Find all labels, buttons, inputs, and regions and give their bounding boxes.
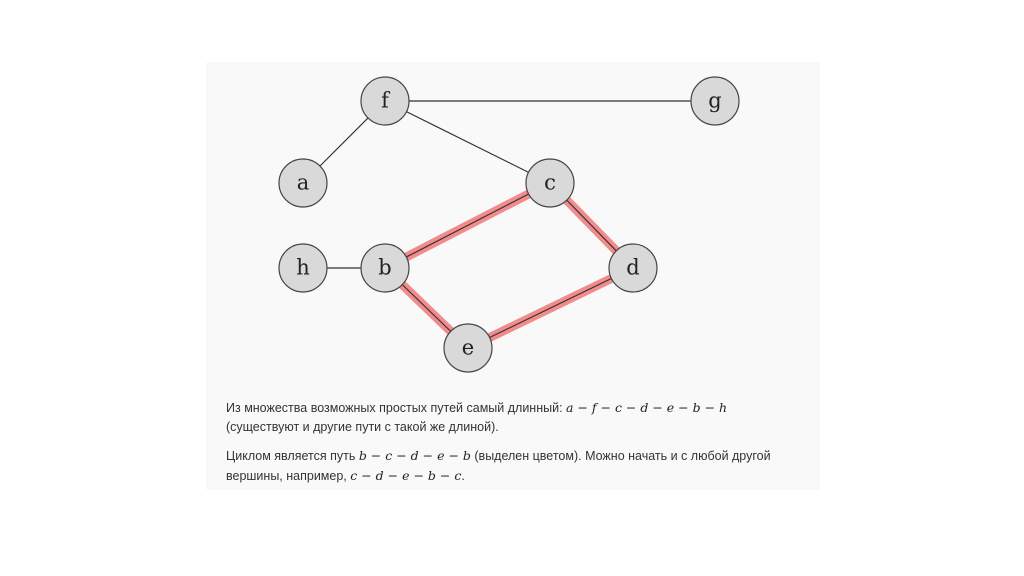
node-label: e — [462, 336, 474, 360]
node-circle — [360, 243, 410, 293]
node-label: h — [296, 256, 310, 280]
node-circle — [608, 243, 658, 293]
graph-diagram: f g a c h b d e — [278, 76, 740, 373]
edge-line — [467, 267, 634, 349]
node-a: a — [278, 158, 328, 208]
edge-d-e — [463, 263, 638, 353]
node-circle — [525, 158, 575, 208]
node-d: d — [608, 243, 658, 293]
node-e: e — [443, 323, 493, 373]
node-label: d — [626, 256, 639, 280]
node-g: g — [690, 76, 740, 126]
edge-b-c — [380, 178, 555, 273]
node-circle — [278, 158, 328, 208]
edge-f-c — [384, 100, 551, 184]
edge-line — [384, 182, 551, 269]
node-circle — [278, 243, 328, 293]
node-label: c — [544, 171, 556, 195]
caption-cycle-note: (выделен цветом). Можно начать и с любой… — [226, 449, 771, 483]
node-label: b — [378, 256, 391, 280]
caption-cycle: Циклом является путь b − c − d − e − b (… — [226, 446, 786, 486]
node-c: c — [525, 158, 575, 208]
node-b: b — [360, 243, 410, 293]
cycle-alt-formula: c − d − e − b − c — [350, 468, 462, 483]
node-label: f — [381, 89, 391, 113]
caption-longest-path-note: (существуют и другие пути с такой же дли… — [226, 420, 499, 434]
caption-longest-path-text: Из множества возможных простых путей сам… — [226, 401, 567, 415]
edge-line — [384, 100, 551, 184]
node-circle — [360, 76, 410, 126]
node-label: g — [708, 89, 721, 113]
node-h: h — [278, 243, 328, 293]
node-circle — [690, 76, 740, 126]
caption-cycle-end: . — [461, 469, 465, 483]
caption-cycle-text: Циклом является путь — [226, 449, 359, 463]
caption-longest-path: Из множества возможных простых путей сам… — [226, 398, 786, 437]
node-label: a — [297, 171, 310, 195]
cycle-formula: b − c − d − e − b — [358, 448, 471, 463]
longest-path-formula: a − f − c − d − e − b − h — [566, 400, 728, 415]
node-f: f — [360, 76, 410, 126]
node-circle — [443, 323, 493, 373]
